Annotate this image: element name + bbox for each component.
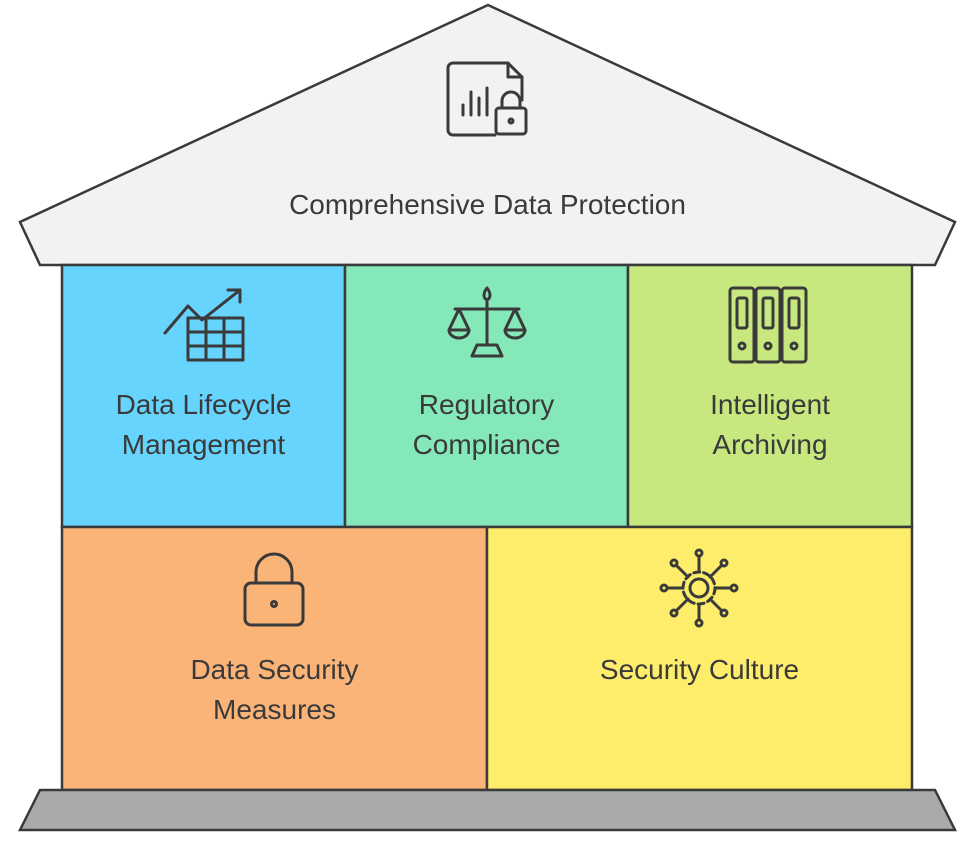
label-line-1: Regulatory xyxy=(418,389,555,420)
label-line-1: Data Lifecycle xyxy=(115,389,292,420)
pillar-label-intelligent-archiving: Intelligent Archiving xyxy=(628,385,912,465)
binders-icon xyxy=(728,286,808,364)
roof-title: Comprehensive Data Protection xyxy=(289,189,686,220)
pillar-data-security xyxy=(60,525,489,792)
label-line-2: Management xyxy=(121,429,286,460)
document-chart-lock-icon xyxy=(446,61,528,137)
pillar-label-security-culture: Security Culture xyxy=(599,654,800,685)
pillar-data-lifecycle xyxy=(60,263,347,529)
pillar-intelligent-archiving xyxy=(626,263,914,529)
pillar-label-data-lifecycle: Data Lifecycle Management xyxy=(62,385,345,465)
label-line-1: Data Security xyxy=(190,654,359,685)
chart-table-icon xyxy=(163,288,245,362)
label-line-2: Archiving xyxy=(712,429,828,460)
label-line-2: Measures xyxy=(213,694,336,725)
padlock-icon xyxy=(243,552,305,627)
scales-icon xyxy=(447,286,527,358)
pillar-label-data-security: Data Security Measures xyxy=(62,650,487,730)
network-gear-icon xyxy=(659,548,739,628)
pillar-label-regulatory-compliance: Regulatory Compliance xyxy=(345,385,628,465)
pillar-regulatory-compliance xyxy=(343,263,630,529)
label-line-2: Compliance xyxy=(412,429,561,460)
label-line-1: Intelligent xyxy=(710,389,830,420)
base xyxy=(17,788,958,832)
